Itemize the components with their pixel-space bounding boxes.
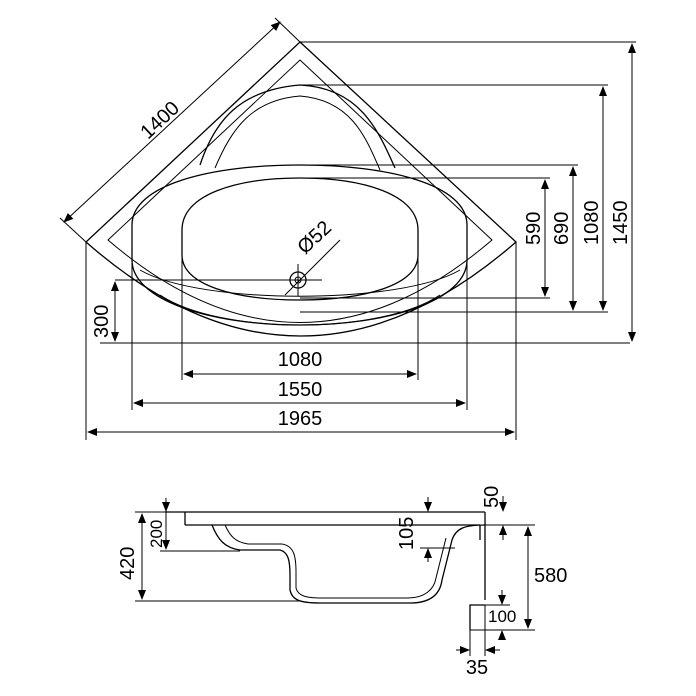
dim-label-580: 580 — [534, 565, 567, 587]
tub-rim-line — [107, 59, 493, 323]
seat-ledge-curve — [139, 269, 461, 297]
dim-label-590: 590 — [523, 212, 545, 245]
dim-label-1965: 1965 — [278, 408, 323, 430]
dim-label-drain-diameter: Ø52 — [293, 217, 336, 259]
dim-label-1400: 1400 — [136, 97, 184, 143]
dim-label-200: 200 — [147, 520, 166, 548]
section-support-leg — [469, 604, 485, 630]
drain-leader — [284, 239, 341, 296]
dim-label-690: 690 — [551, 212, 573, 245]
dim-label-1550: 1550 — [278, 379, 323, 401]
dim-label-1080-h: 1080 — [278, 349, 323, 371]
dim-label-420: 420 — [117, 547, 139, 580]
backrest-hood-inner — [214, 95, 381, 171]
tub-outer-outline — [85, 41, 517, 337]
section-tub-inner — [224, 524, 447, 599]
dim-line-1400 — [63, 21, 281, 223]
dim-label-1450: 1450 — [610, 201, 632, 246]
dim-label-300: 300 — [91, 305, 113, 338]
ext-line-diag-top — [274, 17, 301, 43]
section-dimensions: 420 200 105 50 580 100 35 — [117, 486, 567, 679]
plan-view — [85, 41, 517, 337]
section-view — [165, 511, 486, 630]
dim-label-1080-v: 1080 — [581, 201, 603, 246]
plan-dimensions: 1400 Ø52 300 1080 1550 1965 590 — [59, 17, 636, 440]
dim-label-100: 100 — [488, 607, 516, 626]
section-tub-body — [211, 524, 486, 604]
dim-label-105: 105 — [396, 517, 418, 550]
dim-label-50: 50 — [481, 486, 503, 508]
seat-ledge-curve-lower — [159, 294, 441, 326]
dim-label-35: 35 — [466, 657, 488, 679]
